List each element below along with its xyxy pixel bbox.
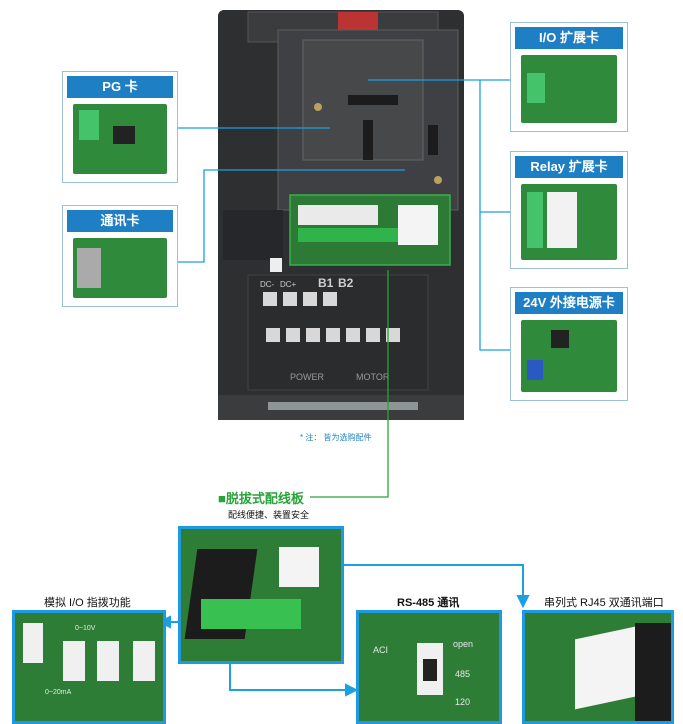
rs485-label: RS-485 通讯 [397, 597, 460, 609]
switch-mark-f: 120 [455, 697, 471, 707]
drive-illustration [218, 11, 464, 420]
relay-card-title: Relay 扩展卡 [515, 156, 623, 178]
plug-board-subtitle: 配线便捷、装置安全 [228, 510, 310, 520]
relay-card-image [521, 184, 617, 260]
note-text: * 注： 皆为选购配件 [300, 433, 372, 442]
power-label: POWER [290, 372, 325, 382]
pg-card-box: PG 卡 [62, 71, 178, 183]
power24-card-box: 24V 外接电源卡 [510, 287, 628, 401]
rj45-zoom [522, 610, 674, 724]
b2-label: B2 [338, 276, 354, 290]
switch-mark-b: 0~20mA [45, 689, 72, 696]
b1-label: B1 [318, 276, 334, 290]
comm-card-title: 通讯卡 [67, 210, 173, 232]
rj45-label: 串列式 RJ45 双通讯端口 [544, 597, 664, 609]
drive-body: DC- DC+ B1 B2 POWER MOTOR [218, 10, 464, 420]
motor-label: MOTOR [356, 372, 390, 382]
io-card-image [521, 55, 617, 123]
dc-plus-label: DC+ [280, 280, 297, 289]
plug-board-title: ■脱拔式配线板 [218, 491, 304, 506]
io-card-box: I/O 扩展卡 [510, 22, 628, 132]
pg-card-image [73, 104, 167, 174]
power24-card-title: 24V 外接电源卡 [515, 292, 623, 314]
rs485-zoom: ACI open 485 120 [356, 610, 502, 724]
analog-io-label: 模拟 I/O 指拨功能 [44, 597, 131, 609]
power24-card-image [521, 320, 617, 392]
comm-card-box: 通讯卡 [62, 205, 178, 307]
switch-mark-e: 485 [455, 669, 471, 679]
dc-minus-label: DC- [260, 280, 275, 289]
plug-board-zoom [178, 526, 344, 664]
analog-io-zoom: 0~10V 0~20mA [12, 610, 166, 724]
switch-mark-c: ACI [373, 645, 389, 655]
pg-card-title: PG 卡 [67, 76, 173, 98]
relay-card-box: Relay 扩展卡 [510, 151, 628, 269]
switch-mark-a: 0~10V [75, 625, 96, 632]
io-card-title: I/O 扩展卡 [515, 27, 623, 49]
comm-card-image [73, 238, 167, 298]
switch-mark-d: open [453, 639, 474, 649]
